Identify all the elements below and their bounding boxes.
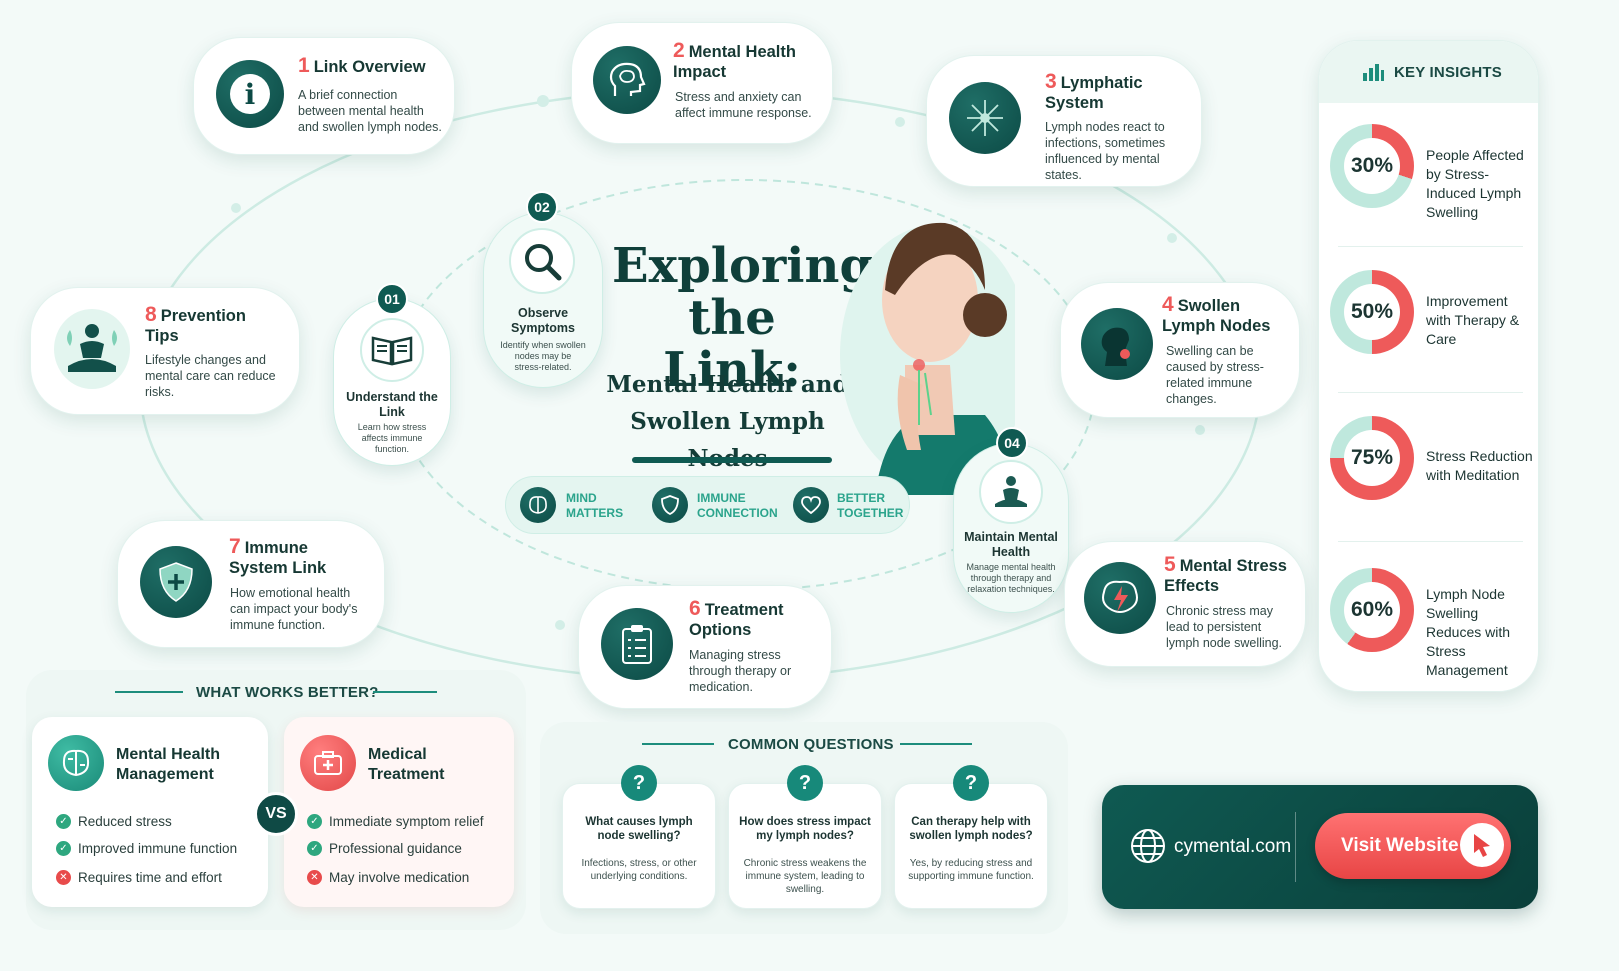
question-icon: ? [953, 765, 989, 801]
step-desc-understand: Learn how stress affects immune function… [357, 422, 427, 454]
hero-subtitle-line1: Mental Health and [606, 371, 849, 398]
step-badge-04: 04 [996, 427, 1028, 459]
card-desc-immune-system-link: How emotional health can impact your bod… [230, 586, 358, 632]
bar-chart-icon [1362, 63, 1384, 86]
insight-label-30: People Affected by Stress-Induced Lymph … [1426, 147, 1524, 220]
neck-swelling-icon [1081, 308, 1153, 380]
question-icon: ? [787, 765, 823, 801]
step-desc-maintain: Manage mental health through therapy and… [966, 562, 1056, 594]
meditation-icon [54, 309, 130, 389]
globe-icon [1130, 828, 1166, 869]
brain-icon [520, 487, 556, 523]
insight-donut-75: 75% [1330, 416, 1414, 500]
website-url[interactable]: cymental.com [1174, 836, 1292, 857]
faq-question: Can therapy help with swollen lymph node… [909, 816, 1033, 842]
divider-line [900, 743, 972, 745]
divider-line [373, 691, 437, 693]
cta-divider [1295, 812, 1296, 882]
con-requires-time: ✕Requires time and effort [56, 870, 222, 885]
insight-donut-50: 50% [1330, 270, 1414, 354]
hero-subtitle-line2: Swollen Lymph Nodes [630, 408, 825, 472]
cursor-icon [1460, 823, 1504, 867]
faq-question: How does stress impact my lymph nodes? [739, 816, 871, 842]
step-badge-01: 01 [376, 283, 408, 315]
info-icon: i [216, 60, 284, 128]
faq-header: COMMON QUESTIONS [728, 736, 894, 753]
faq-item[interactable] [894, 783, 1048, 909]
magnifier-icon [509, 228, 575, 294]
card-desc-treatment-options: Managing stress through therapy or medic… [689, 648, 792, 694]
insight-donut-60: 60% [1330, 568, 1414, 652]
pro-professional-guidance: ✓Professional guidance [307, 841, 462, 856]
key-insights-header: KEY INSIGHTS [1394, 64, 1502, 81]
card-desc-lymphatic-system: Lymph nodes react to infections, sometim… [1045, 120, 1166, 182]
step-title-observe: Observe Symptoms [511, 306, 575, 335]
step-title-maintain: Maintain Mental Health [964, 530, 1058, 559]
tags-bar [505, 476, 910, 534]
pro-improved-immune: ✓Improved immune function [56, 841, 237, 856]
title-underline [632, 457, 832, 463]
lymph-network-icon [949, 82, 1021, 154]
insight-label-50: Improvement with Therapy & Care [1426, 293, 1520, 347]
pro-immediate-relief: ✓Immediate symptom relief [307, 814, 484, 829]
insight-divider [1338, 541, 1523, 542]
card-desc-prevention-tips: Lifestyle changes and mental care can re… [145, 353, 276, 399]
faq-answer: Chronic stress weakens the immune system… [743, 858, 867, 895]
faq-answer: Infections, stress, or other underlying … [581, 858, 697, 882]
brain-head-icon [593, 46, 661, 114]
card-desc-link-overview: A brief connection between mental health… [298, 88, 442, 134]
card-desc-swollen-lymph-nodes: Swelling can be caused by stress-related… [1166, 344, 1264, 406]
insight-label-60: Lymph Node Swelling Reduces with Stress … [1426, 586, 1511, 678]
step-desc-observe: Identify when swollen nodes may be stres… [500, 340, 586, 372]
shield-plus-icon [140, 546, 212, 618]
hero-title-line2: the Link: [663, 290, 801, 398]
hero-title: Exploring the Link: [612, 238, 873, 398]
clipboard-icon [601, 608, 673, 680]
faq-item[interactable] [562, 783, 716, 909]
meditation-icon [979, 460, 1043, 524]
shield-icon [652, 487, 688, 523]
divider-line [642, 743, 714, 745]
divider-line [115, 691, 183, 693]
step-badge-02: 02 [526, 191, 558, 223]
faq-question: What causes lymph node swelling? [585, 816, 693, 842]
con-medication: ✕May involve medication [307, 870, 469, 885]
faq-item[interactable] [728, 783, 882, 909]
hero-subtitle: Mental Health and Swollen Lymph Nodes [590, 366, 865, 477]
question-icon: ? [621, 765, 657, 801]
comparison-header: WHAT WORKS BETTER? [196, 684, 379, 701]
card-desc-mental-stress-effects: Chronic stress may lead to persistent ly… [1166, 604, 1283, 650]
insight-donut-30: 30% [1330, 124, 1414, 208]
hero-title-line1: Exploring [612, 238, 873, 294]
book-icon [360, 318, 424, 382]
faq-answer: Yes, by reducing stress and supporting i… [908, 858, 1034, 882]
heart-icon [793, 487, 829, 523]
insight-divider [1338, 246, 1523, 247]
woman-illustration [835, 195, 1030, 495]
card-desc-mental-health-impact: Stress and anxiety can affect immune res… [675, 90, 812, 120]
insight-divider [1338, 392, 1523, 393]
pro-reduced-stress: ✓Reduced stress [56, 814, 172, 829]
insight-label-75: Stress Reduction with Meditation [1426, 448, 1533, 483]
medical-kit-icon [300, 735, 356, 791]
vs-badge: VS [254, 792, 298, 836]
brain-bolt-icon [1084, 562, 1156, 634]
step-title-understand: Understand the Link [346, 390, 438, 419]
brain-icon [48, 735, 104, 791]
visit-website-label: Visit Website [1341, 835, 1459, 856]
